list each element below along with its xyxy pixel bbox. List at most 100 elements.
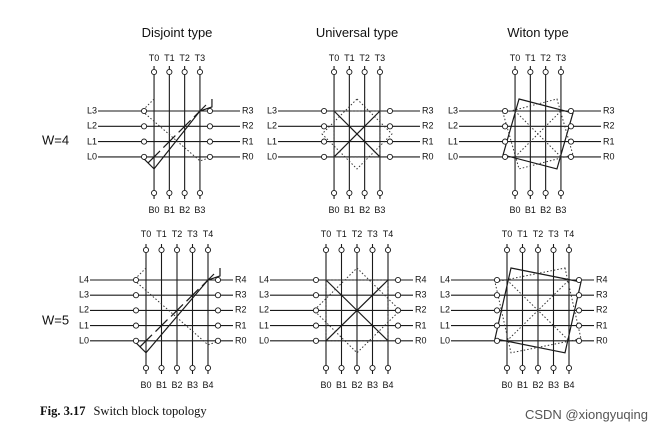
terminal-node (189, 364, 196, 372)
terminal-node (320, 153, 328, 160)
pin-label-l1: L1 (447, 136, 458, 147)
pin-label-l1: L1 (86, 136, 97, 147)
terminal-node (140, 153, 148, 160)
pin-label-l4: L4 (78, 274, 89, 285)
terminal-node (567, 153, 575, 160)
terminal-node (575, 322, 583, 329)
switch-edge (502, 98, 574, 170)
pin-label-l3: L3 (258, 289, 269, 300)
terminal-node (567, 138, 575, 145)
pin-label-l2: L2 (86, 120, 97, 131)
terminal-node (493, 322, 501, 329)
pin-label-r4: R4 (596, 274, 608, 285)
switch-edge (162, 135, 176, 149)
terminal-node (196, 68, 203, 76)
pin-label-r2: R2 (242, 120, 254, 131)
pin-label-r2: R2 (415, 304, 427, 315)
terminal-node (214, 276, 222, 284)
terminal-node (206, 138, 213, 145)
pin-label-l0: L0 (78, 335, 89, 346)
terminal-node (384, 364, 392, 372)
pin-label-t0: T0 (328, 53, 340, 63)
pin-label-t3: T3 (367, 229, 378, 239)
pin-label-r1: R1 (603, 136, 615, 147)
terminal-node (557, 189, 565, 197)
pin-label-b0: B0 (328, 205, 340, 215)
switch-edge (178, 119, 192, 133)
terminal-node (166, 189, 173, 197)
pin-label-t2: T2 (351, 229, 363, 239)
pin-label-l3: L3 (266, 105, 277, 116)
terminal-node (519, 246, 526, 254)
terminal-node (346, 68, 353, 76)
pin-label-l0: L0 (86, 151, 97, 162)
terminal-node (338, 364, 345, 372)
terminal-node (575, 337, 583, 344)
switch-block-universal-w5 (270, 244, 413, 374)
pin-label-l1: L1 (266, 136, 277, 147)
terminal-node (394, 307, 402, 314)
terminal-node (320, 123, 328, 130)
pin-label-l1: L1 (439, 320, 450, 331)
terminal-node (534, 364, 542, 372)
pin-label-b1: B1 (163, 205, 175, 215)
switch-edge (141, 98, 213, 162)
pin-label-r3: R3 (422, 105, 434, 116)
pin-label-r3: R3 (603, 105, 615, 116)
pin-label-b2: B2 (359, 205, 371, 215)
pin-label-b4: B4 (563, 380, 575, 390)
terminal-node (361, 189, 368, 197)
pin-label-r4: R4 (415, 274, 427, 285)
pin-label-b0: B0 (320, 380, 332, 390)
pin-label-r3: R3 (235, 289, 247, 300)
pin-label-b2: B2 (171, 380, 183, 390)
switch-edge (147, 150, 161, 164)
terminal-node (312, 307, 320, 314)
pin-label-t3: T3 (187, 229, 198, 239)
terminal-node (214, 322, 222, 329)
switch-block-disjoint-w5 (90, 244, 233, 374)
terminal-node (158, 246, 165, 254)
terminal-node (181, 68, 188, 76)
pin-label-t0: T0 (501, 229, 513, 239)
pin-label-l3: L3 (78, 289, 89, 300)
terminal-node (376, 68, 384, 76)
column-title-universal: Universal type (315, 25, 399, 40)
terminal-node (493, 337, 501, 344)
row-label-w5: W=5 (42, 312, 70, 328)
pin-label-t2: T2 (532, 229, 544, 239)
pin-label-t3: T3 (374, 53, 386, 63)
terminal-node (166, 68, 173, 76)
terminal-node (142, 364, 150, 372)
pin-label-r1: R1 (242, 136, 254, 147)
pin-label-t0: T0 (509, 53, 521, 63)
terminal-node (550, 364, 557, 372)
pin-label-t2: T2 (171, 229, 183, 239)
pin-label-t0: T0 (140, 229, 152, 239)
pin-label-t1: T1 (517, 229, 528, 239)
switch-edge (494, 267, 582, 354)
pin-label-b0: B0 (501, 380, 513, 390)
pin-label-r0: R0 (603, 151, 615, 162)
switch-edge (333, 110, 381, 158)
pin-label-l3: L3 (86, 105, 97, 116)
pin-label-l2: L2 (258, 304, 269, 315)
terminal-node (189, 246, 196, 254)
switch-edge (325, 279, 389, 342)
terminal-node (565, 246, 573, 254)
switch-edge (494, 267, 582, 354)
terminal-node (132, 337, 140, 344)
terminal-node (140, 107, 148, 115)
terminal-node (575, 292, 583, 299)
switch-edge (321, 98, 393, 170)
terminal-node (214, 292, 222, 299)
terminal-node (320, 107, 328, 115)
pin-label-b2: B2 (540, 205, 552, 215)
switch-edge (186, 288, 199, 302)
terminal-node (386, 153, 394, 160)
pin-label-l0: L0 (439, 335, 450, 346)
terminal-node (132, 276, 140, 284)
terminal-node (567, 123, 575, 130)
pin-label-t1: T1 (156, 229, 167, 239)
pin-label-t3: T3 (555, 53, 567, 63)
